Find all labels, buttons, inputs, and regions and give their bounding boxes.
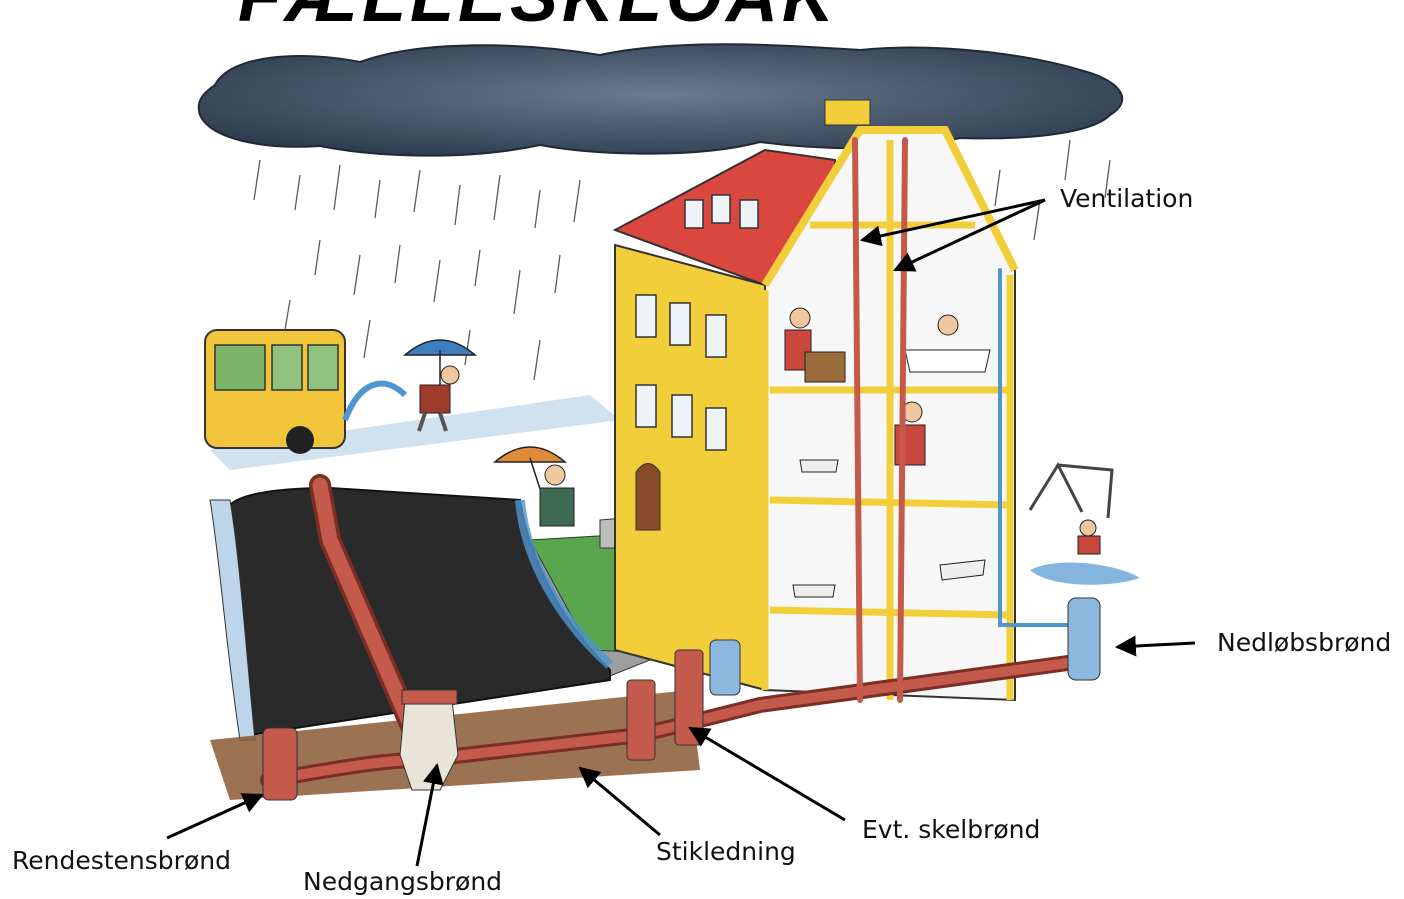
arrow-rendestensbrond [167,795,262,838]
arrow-evt-skelbrond [690,728,845,820]
label-evt-skelbrond: Evt. skelbrønd [862,817,1040,842]
building [615,100,1015,700]
label-nedlobsbrond: Nedløbsbrønd [1217,630,1391,655]
label-nedgangsbrond: Nedgangsbrønd [303,869,502,894]
rain-cloud [199,44,1123,155]
arrow-stikledning [580,768,660,835]
label-stikledning: Stikledning [656,839,796,864]
label-rendestensbrond: Rendestensbrønd [12,848,231,873]
label-ventilation: Ventilation [1060,186,1193,211]
playground [1030,465,1140,585]
arrow-nedlobsbrond [1117,643,1195,647]
